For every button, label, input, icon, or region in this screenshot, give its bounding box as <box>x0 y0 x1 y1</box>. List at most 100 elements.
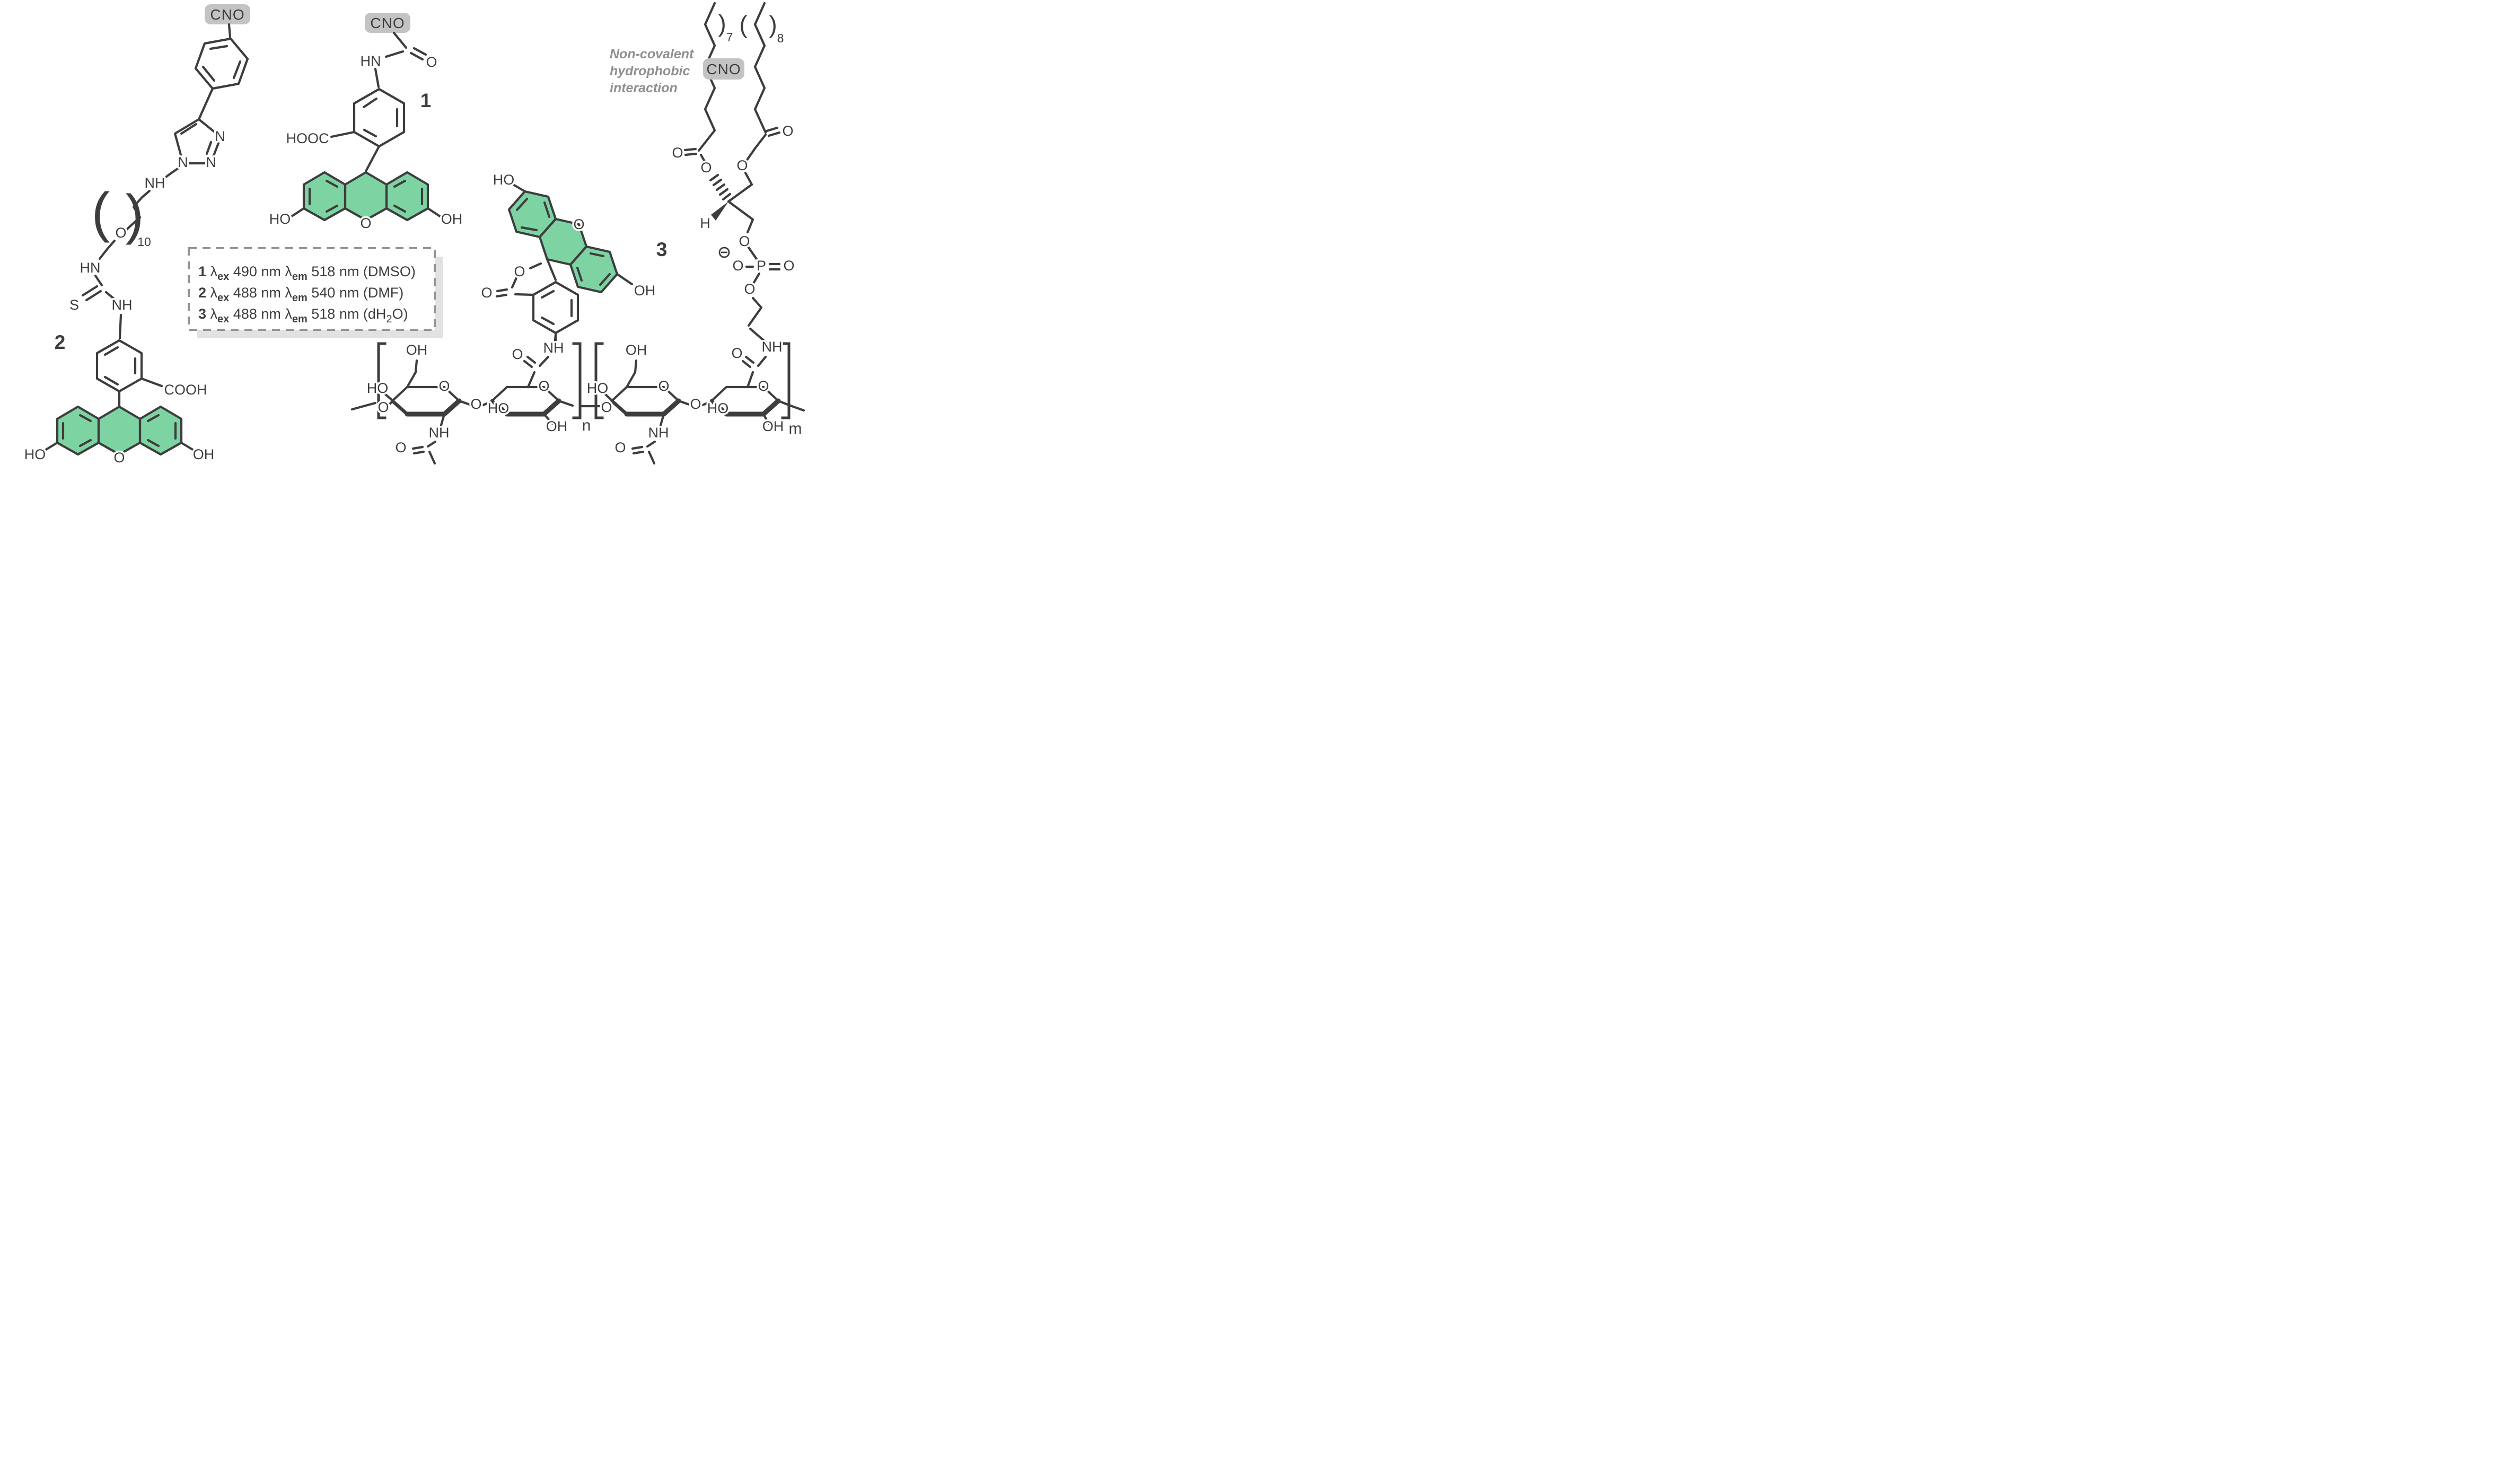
chain7-close-paren: ) <box>718 10 726 37</box>
compound-1-number: 1 <box>420 90 432 111</box>
fluor3-xanthene-o: O <box>573 216 584 232</box>
polysaccharide-backbone <box>350 334 805 465</box>
xanthene3-center-ring <box>540 219 586 265</box>
repeat-n: n <box>582 417 591 434</box>
glycerol-h: H <box>700 215 710 231</box>
phosphate-p: P <box>757 258 766 274</box>
n-unit-acetyl-o: O <box>395 440 406 455</box>
compound1-ho: HO <box>269 211 291 227</box>
compound1-hn: HN <box>361 53 381 69</box>
legend-box: 1 λex 490 nm λem 518 nm (DMSO) 2 λex 488… <box>188 247 443 338</box>
annotation-line-2: hydrophobic <box>610 64 690 78</box>
thiourea-s: S <box>69 297 79 313</box>
bracket-m-right <box>781 342 791 419</box>
chain7-repeat-count: 7 <box>726 30 733 44</box>
cno-box-2 <box>205 4 250 24</box>
n-unit-ch2oh: OH <box>406 342 428 358</box>
compound2-xanthene-o: O <box>113 450 125 466</box>
compound2-oh: OH <box>193 446 215 462</box>
ester1-o: O <box>700 160 712 176</box>
m-unit-ring-o-right: O <box>758 378 769 394</box>
acyl-chain-8 <box>753 2 767 134</box>
m-unit-ch2oh: OH <box>626 342 647 358</box>
annotation-line-3: interaction <box>610 81 678 95</box>
compound-1-structure <box>288 13 443 222</box>
chemistry-figure: 1 λex 490 nm λem 518 nm (DMSO) 2 λex 488… <box>22 2 805 468</box>
legend-row-1: 1 λex 490 nm λem 518 nm (DMSO) <box>198 264 416 283</box>
compound-3-structure <box>495 2 781 344</box>
n-unit-ho-right: HO <box>488 400 510 416</box>
negative-charge-icon <box>718 247 730 258</box>
peg-close-paren: ) <box>126 184 144 245</box>
n-unit-acetamide-nh: NH <box>429 425 450 441</box>
ester2-o: O <box>736 157 748 173</box>
m-unit-ho-right: HO <box>707 400 729 416</box>
compound1-xanthene-o: O <box>360 215 371 231</box>
chain8-repeat-count: 8 <box>777 31 784 45</box>
annotation-line-1: Non-covalent <box>610 47 695 62</box>
fluor3-ho: HO <box>493 172 515 188</box>
cno-box-1 <box>365 13 410 33</box>
n-unit-amide-o: O <box>512 346 523 362</box>
legend-row-3: 3 λex 488 nm λem 518 nm (dH2O) <box>198 306 408 325</box>
m-unit-oh-right: OH <box>762 418 784 434</box>
compound-3-number: 3 <box>656 239 668 260</box>
figure-stage: 1 λex 490 nm λem 518 nm (DMSO) 2 λex 488… <box>0 0 820 483</box>
legend-frame <box>188 247 436 331</box>
n-unit-glycosidic-o: O <box>470 396 481 412</box>
triazole-n2: N <box>206 154 216 170</box>
legend-row-2: 2 λex 488 nm λem 540 nm (DMF) <box>198 285 403 304</box>
compound1-oh: OH <box>441 211 463 227</box>
bold-wedge-h <box>711 201 728 221</box>
thiourea-hn: HN <box>80 260 101 276</box>
cno-highlight-compound3: CNO <box>706 61 741 77</box>
n-unit-oh-right: OH <box>546 418 568 434</box>
compound-2-number: 2 <box>55 331 66 353</box>
m-unit-backbone-o: O <box>601 399 612 415</box>
m-unit-acetamide-nh: NH <box>648 425 669 441</box>
m-unit-ring-o-left: O <box>658 378 669 394</box>
m-unit-acetyl-o: O <box>614 440 626 455</box>
m-unit-amide-o: O <box>731 345 742 361</box>
phosphate-right-o: O <box>783 258 794 274</box>
n-unit-amide-nh: NH <box>543 340 564 356</box>
m-unit-ho-left: HO <box>587 380 609 396</box>
cno-highlight-compound2: CNO <box>210 6 244 23</box>
phosphate-top-o: O <box>739 233 750 249</box>
chain8-close-paren: ) <box>769 11 777 38</box>
n-unit-backbone-o: O <box>377 399 389 415</box>
compound2-ho: HO <box>24 446 46 462</box>
thiourea-nh: NH <box>112 297 133 313</box>
xanthene2-center-ring <box>99 407 140 454</box>
phosphate-left-o: O <box>732 258 743 274</box>
fluor3-lactone-carbonyl-o: O <box>481 285 492 301</box>
peg-repeat-count: 10 <box>137 235 151 249</box>
m-unit-glycosidic-o: O <box>690 396 701 412</box>
m-unit-amide-nh: NH <box>762 339 783 355</box>
peg-open-paren: ( <box>92 182 110 243</box>
n-unit-ho-left: HO <box>367 380 389 396</box>
bracket-m-left <box>594 342 604 419</box>
compound1-hooc: HOOC <box>286 130 329 146</box>
compound2-cooh: COOH <box>164 382 207 398</box>
repeat-m: m <box>789 420 802 437</box>
ester1-carbonyl-o: O <box>672 145 683 161</box>
phosphate-bottom-o: O <box>744 281 755 297</box>
peg-nh: NH <box>145 175 165 191</box>
fluor3-lactone-o: O <box>514 264 525 279</box>
cno-highlight-compound1: CNO <box>370 15 405 31</box>
triazole-n1: N <box>178 154 188 170</box>
fluor3-oh: OH <box>634 283 656 299</box>
bracket-n-right <box>572 342 582 419</box>
n-unit-ring-o-right: O <box>538 378 549 394</box>
hashed-wedge <box>709 173 732 201</box>
chain8-open-paren: ( <box>739 11 748 38</box>
compound1-carbamoyl-o: O <box>426 54 437 70</box>
triazole-n3: N <box>215 128 225 144</box>
peg-o: O <box>115 225 126 241</box>
n-unit-ring-o-left: O <box>438 378 450 394</box>
bracket-n-left <box>377 342 387 419</box>
ester2-carbonyl-o: O <box>782 123 793 139</box>
compound-2-structure <box>41 4 250 456</box>
xanthene1-center-ring <box>345 172 387 220</box>
